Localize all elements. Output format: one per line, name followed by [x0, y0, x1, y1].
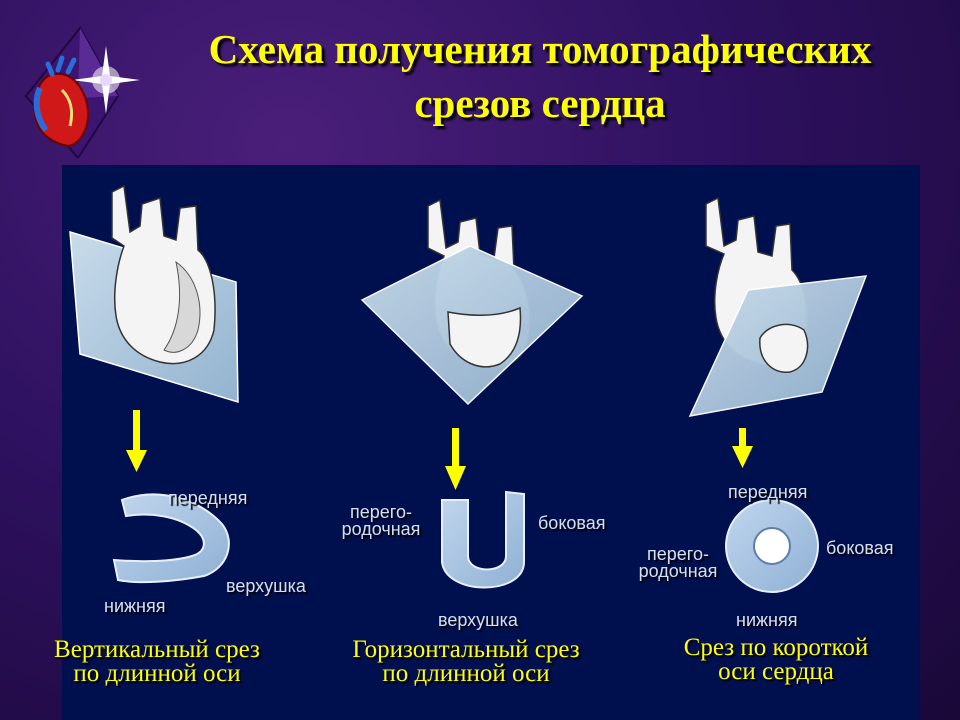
heart-lower-part	[447, 306, 522, 368]
heart-logo-icon	[24, 26, 140, 158]
arrow-down-icon	[732, 428, 753, 468]
heart-icon	[33, 55, 90, 148]
vertical-slice-shape	[112, 493, 230, 584]
slide-title: Схема получения томографических срезов с…	[120, 22, 960, 130]
label-inferior: нижняя	[736, 610, 798, 630]
heart-outline	[111, 184, 216, 365]
heart-vertical-section	[69, 184, 239, 404]
heart-cut-face	[759, 323, 809, 373]
label-lateral: боковая	[826, 538, 894, 558]
label-apex: верхушка	[438, 610, 518, 630]
label-septal: перего- родочная	[341, 502, 421, 539]
heart-short-axis-section	[688, 196, 868, 417]
label-apex: верхушка	[226, 576, 306, 596]
caption-vertical-section: Вертикальный срез по длинной оси	[54, 636, 260, 687]
horizontal-slice-shape	[441, 490, 525, 589]
label-inferior: нижняя	[104, 596, 166, 616]
label-anterior: передняя	[168, 488, 248, 508]
label-septal: перего- родочная	[638, 544, 718, 581]
heart-cut-face	[163, 260, 201, 353]
caption-horizontal-section: Горизонтальный срез по длинной оси	[352, 636, 580, 687]
slide-title-line-2: срезов сердца	[414, 80, 666, 126]
heart-horizontal-section	[360, 198, 584, 406]
arrow-down-icon	[445, 428, 466, 490]
sparkle-icon	[72, 46, 140, 114]
label-anterior: передняя	[728, 482, 808, 502]
short-axis-slice-shape	[725, 499, 819, 593]
caption-short-axis-section: Срез по короткой оси сердца	[683, 634, 869, 685]
label-lateral: боковая	[538, 513, 606, 533]
arrow-down-icon	[126, 410, 147, 472]
slide-title-line-1: Схема получения томографических	[208, 26, 872, 72]
